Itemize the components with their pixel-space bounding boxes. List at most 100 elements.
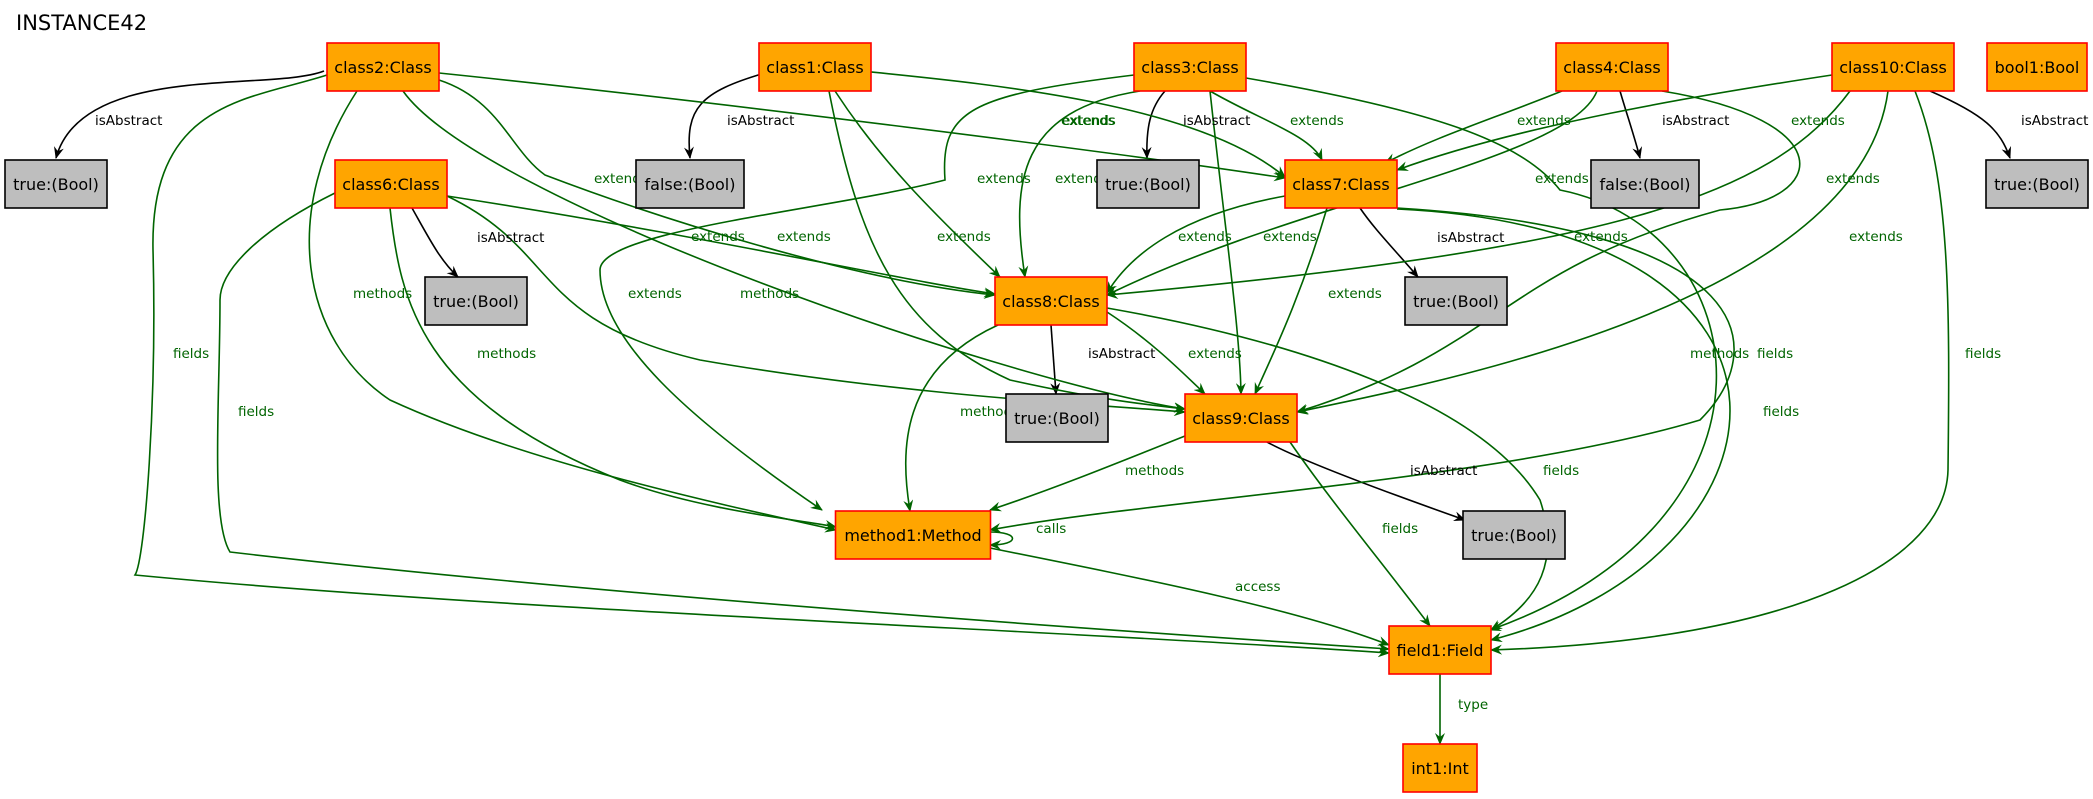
edge-method1-calls-method1 <box>989 531 1014 550</box>
node-label: class2:Class <box>334 58 431 77</box>
edge-label-calls: calls <box>1036 521 1066 537</box>
node-class2[interactable]: class2:Class <box>326 42 440 92</box>
node-box <box>1986 42 2088 92</box>
node-class1[interactable]: class1:Class <box>758 42 872 92</box>
node-label: class6:Class <box>342 175 439 194</box>
node-class10[interactable]: class10:Class <box>1831 42 1955 92</box>
edge-class1-extends-class8 <box>834 90 1001 278</box>
edge-label-isAbstract: isAbstract <box>1437 230 1504 246</box>
edge-label-extends: extends <box>1535 171 1589 187</box>
edge-label-methods: methods <box>960 404 1019 420</box>
node-field1[interactable]: field1:Field <box>1388 625 1492 675</box>
edge-label-methods: methods <box>740 286 799 302</box>
edge-class3-extends-class8 <box>1018 90 1141 278</box>
node-label: class4:Class <box>1563 58 1660 77</box>
edge-class6-isAbstract-true_d <box>411 207 459 278</box>
node-true_c[interactable]: true:(Bool) <box>1985 159 2089 209</box>
node-box <box>424 276 528 326</box>
edge-label-extends: extends <box>1055 171 1109 187</box>
node-box <box>4 159 108 209</box>
edge-class2-fields-field1 <box>133 74 1390 658</box>
node-label: class1:Class <box>766 58 863 77</box>
node-box <box>1005 393 1109 443</box>
edge-class8-isAbstract-true_f <box>1050 324 1061 395</box>
edge-class2-extends-class9 <box>402 90 1186 413</box>
edge-label-extends: extends <box>1263 229 1317 245</box>
edge-class7-fields-field1 <box>1396 208 1731 643</box>
node-class4[interactable]: class4:Class <box>1555 42 1669 92</box>
node-box <box>326 42 440 92</box>
node-box <box>1133 42 1247 92</box>
edge-label-fields: fields <box>1757 346 1793 362</box>
edge-class2-methods-method1 <box>308 90 837 533</box>
edge-class2-extends-class8 <box>438 79 996 299</box>
edge-class6-fields-field1 <box>216 192 1390 654</box>
edge-class8-fields-field1 <box>1106 307 1549 631</box>
edge-label-isAbstract: isAbstract <box>1183 113 1250 129</box>
node-class6[interactable]: class6:Class <box>334 159 448 209</box>
node-label: field1:Field <box>1396 641 1483 660</box>
edge-labels-layer: isAbstract isAbstract isAbstract isAbstract… <box>95 113 2088 713</box>
edge-label-isAbstract: isAbstract <box>2021 113 2088 129</box>
node-label: int1:Int <box>1411 759 1469 778</box>
node-label: class7:Class <box>1292 175 1389 194</box>
node-box <box>1462 510 1566 560</box>
edge-label-extends: extends <box>937 229 991 245</box>
node-true_a[interactable]: true:(Bool) <box>4 159 108 209</box>
node-true_e[interactable]: true:(Bool) <box>1404 276 1508 326</box>
edge-label-methods: methods <box>353 286 412 302</box>
edge-class6-extends-class8 <box>446 195 996 298</box>
node-label: true:(Bool) <box>1994 175 2080 194</box>
edge-class10-extends-class8 <box>1106 90 1851 299</box>
edge-class7-methods-method1 <box>989 207 1735 533</box>
edge-label-fields: fields <box>1382 521 1418 537</box>
edge-class1-isAbstract-false_a <box>683 72 766 159</box>
node-box <box>1555 42 1669 92</box>
edge-label-extends: extends <box>1791 113 1845 129</box>
node-box <box>1404 276 1508 326</box>
node-false_b[interactable]: false:(Bool) <box>1590 159 1700 209</box>
edge-label-extends: extends <box>691 229 745 245</box>
edge-label-extends: extends <box>1517 113 1571 129</box>
node-true_g[interactable]: true:(Bool) <box>1462 510 1566 560</box>
edge-label-extends: extends <box>594 171 648 187</box>
node-box <box>1184 393 1298 443</box>
node-true_d[interactable]: true:(Bool) <box>424 276 528 326</box>
edge-label-isAbstract: isAbstract <box>477 230 544 246</box>
node-label: class3:Class <box>1141 58 1238 77</box>
edge-label-methods: methods <box>477 346 536 362</box>
edge-class4-extends-class9 <box>1296 90 1801 414</box>
edge-label-extends: extends <box>777 229 831 245</box>
edge-class4-extends-class7 <box>1384 90 1563 164</box>
node-bool1[interactable]: bool1:Bool <box>1986 42 2088 92</box>
edge-label-access: access <box>1235 579 1281 595</box>
node-label: class8:Class <box>1002 292 1099 311</box>
node-class9[interactable]: class9:Class <box>1184 393 1298 443</box>
node-method1[interactable]: method1:Method <box>834 510 992 560</box>
node-false_a[interactable]: false:(Bool) <box>635 159 745 209</box>
edge-label-fields: fields <box>173 346 209 362</box>
node-label: true:(Bool) <box>1014 409 1100 428</box>
node-class3[interactable]: class3:Class <box>1133 42 1247 92</box>
edge-class3-extends-class9 <box>1209 90 1246 395</box>
edges-layer <box>54 70 2012 745</box>
edge-class7-extends-class8 <box>1106 195 1286 294</box>
edge-label-methods: methods <box>1690 346 1749 362</box>
node-box <box>994 276 1108 326</box>
node-label: true:(Bool) <box>1413 292 1499 311</box>
edge-label-extends: extends <box>628 286 682 302</box>
node-true_b[interactable]: true:(Bool) <box>1096 159 1200 209</box>
edge-class9-fields-field1 <box>1289 441 1431 627</box>
edge-class7-extends-class9 <box>1254 207 1328 395</box>
node-box <box>1985 159 2089 209</box>
node-true_f[interactable]: true:(Bool) <box>1005 393 1109 443</box>
edge-label-fields: fields <box>1965 346 2001 362</box>
edge-label-extends: extends <box>1574 229 1628 245</box>
node-class7[interactable]: class7:Class <box>1284 159 1398 209</box>
node-int1[interactable]: int1:Int <box>1402 743 1478 793</box>
edge-label-isAbstract: isAbstract <box>1088 346 1155 362</box>
node-class8[interactable]: class8:Class <box>994 276 1108 326</box>
edge-label-fields: fields <box>1763 404 1799 420</box>
edge-label-extends: extends <box>1826 171 1880 187</box>
node-box <box>1831 42 1955 92</box>
